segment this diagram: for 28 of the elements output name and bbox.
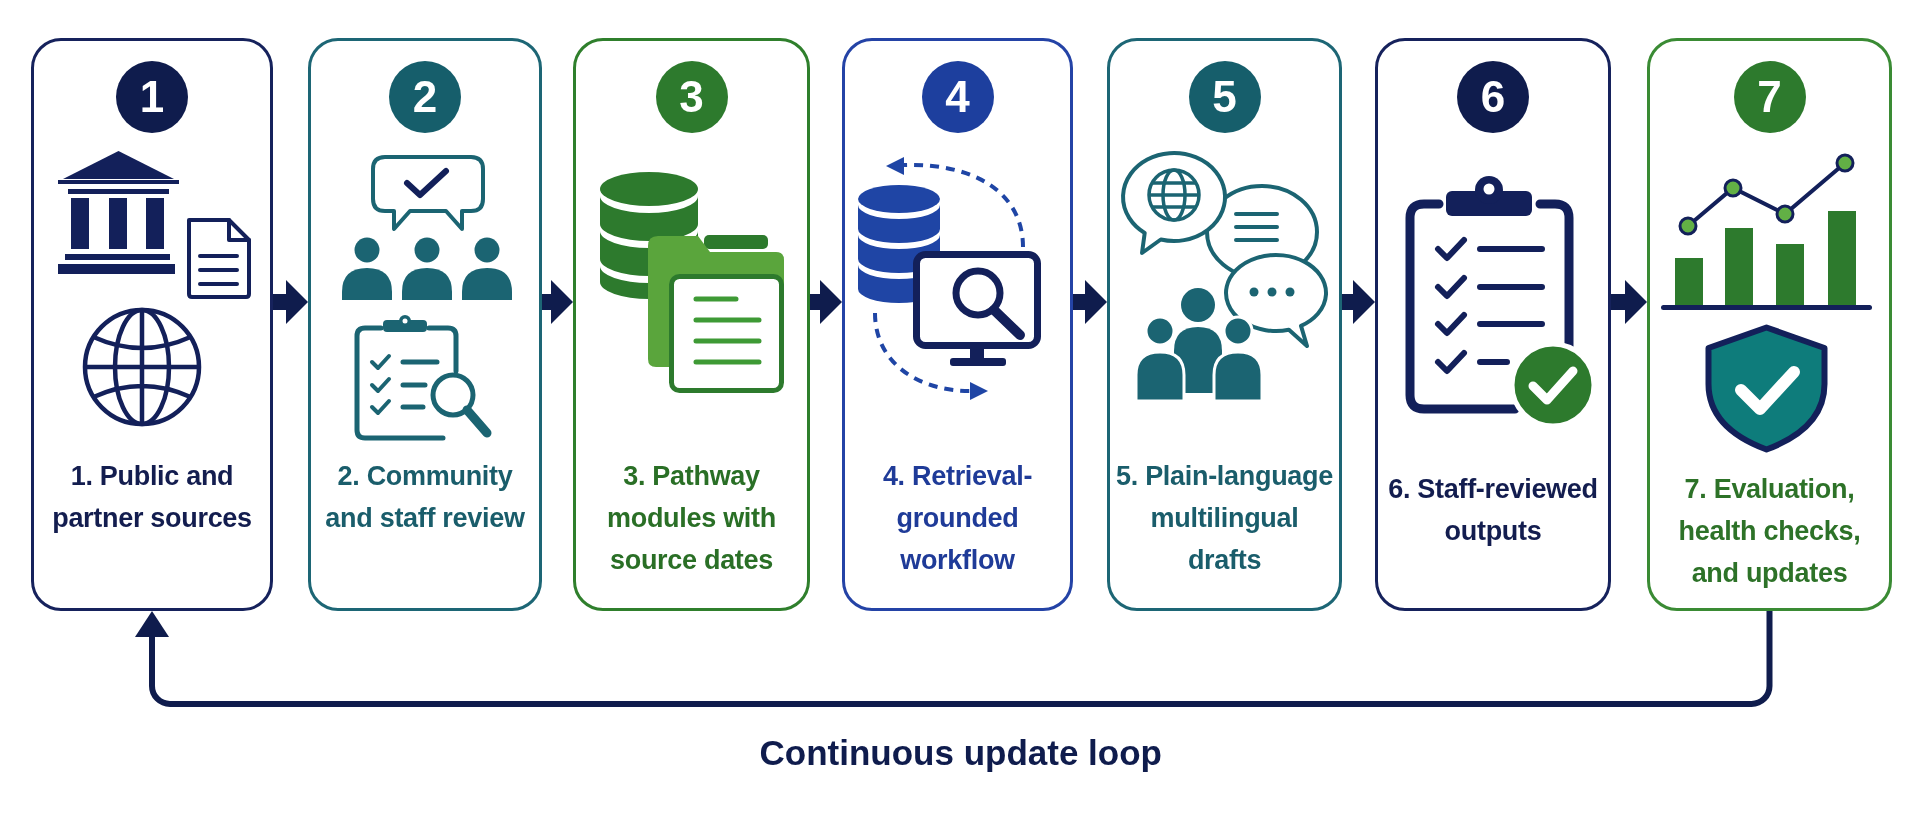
arrow	[1073, 280, 1107, 324]
arrow	[1611, 280, 1647, 324]
step-card	[573, 38, 810, 611]
step-number-badge: 6	[1457, 61, 1529, 133]
step-number-badge: 4	[921, 61, 994, 133]
step-caption: 7. Evaluation, health checks, and updates	[1677, 473, 1862, 590]
arrow	[1342, 280, 1375, 324]
arrow	[810, 280, 842, 324]
step-card	[842, 38, 1073, 611]
step-caption: 2. Community and staff review	[324, 460, 526, 535]
step-caption: 5. Plain-language multilingual drafts	[1115, 460, 1334, 577]
loop-arrow	[135, 611, 1773, 707]
arrow	[273, 280, 308, 324]
step-number-badge: 2	[389, 61, 461, 133]
step-caption: 1. Public and partner sources	[51, 460, 253, 535]
step-number-badge: 3	[655, 61, 728, 133]
step-number-badge: 1	[116, 61, 188, 133]
step-card	[1107, 38, 1342, 611]
step-caption: 3. Pathway modules with source dates	[606, 460, 777, 577]
step-caption: 4. Retrieval-grounded workflow	[881, 460, 1034, 577]
step-card	[308, 38, 542, 611]
step-card	[31, 38, 273, 611]
step-caption: 6. Staff-reviewed outputs	[1387, 473, 1599, 548]
step-card	[1647, 38, 1892, 611]
step-number-badge: 5	[1188, 61, 1261, 133]
step-number-badge: 7	[1733, 61, 1806, 133]
step-card	[1375, 38, 1611, 611]
arrow	[542, 280, 573, 324]
